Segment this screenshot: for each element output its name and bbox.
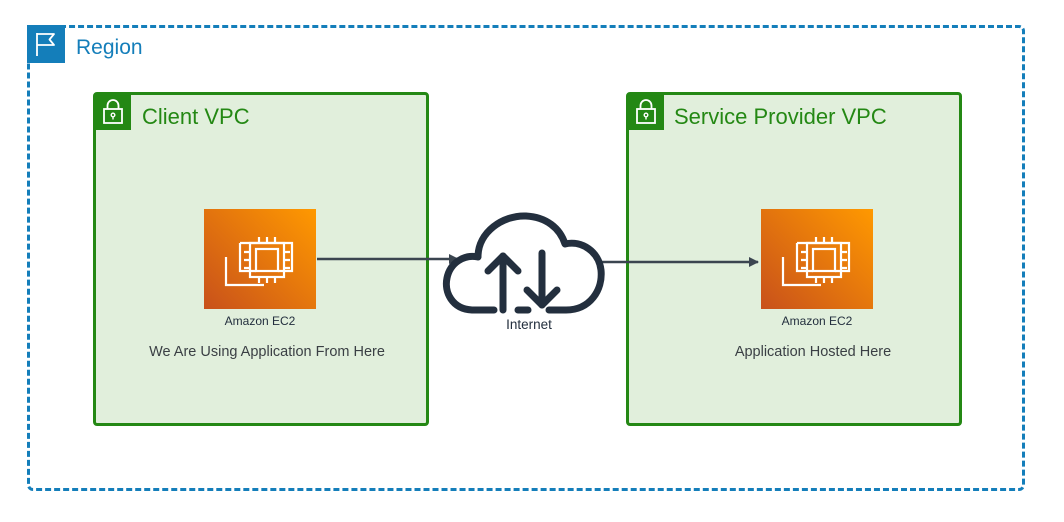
- flag-icon: [27, 25, 65, 63]
- cloud-upload-download-icon: [442, 212, 605, 314]
- provider-vpc-label: Service Provider VPC: [674, 104, 887, 129]
- provider-ec2-label: Amazon EC2: [781, 314, 853, 328]
- client-vpc-label: Client VPC: [142, 104, 250, 129]
- provider-ec2-instance: [761, 209, 873, 309]
- client-ec2-instance: [204, 209, 316, 309]
- ec2-chip-icon: [224, 237, 294, 287]
- region-boundary: [27, 25, 1025, 491]
- lock-icon: [95, 94, 131, 130]
- internet-label: Internet: [506, 317, 552, 332]
- provider-description: Application Hosted Here: [734, 344, 892, 360]
- client-ec2-label: Amazon EC2: [224, 314, 296, 328]
- client-description: We Are Using Application From Here: [149, 344, 385, 360]
- ec2-chip-icon: [781, 237, 851, 287]
- lock-icon: [628, 94, 664, 130]
- region-label: Region: [76, 36, 143, 59]
